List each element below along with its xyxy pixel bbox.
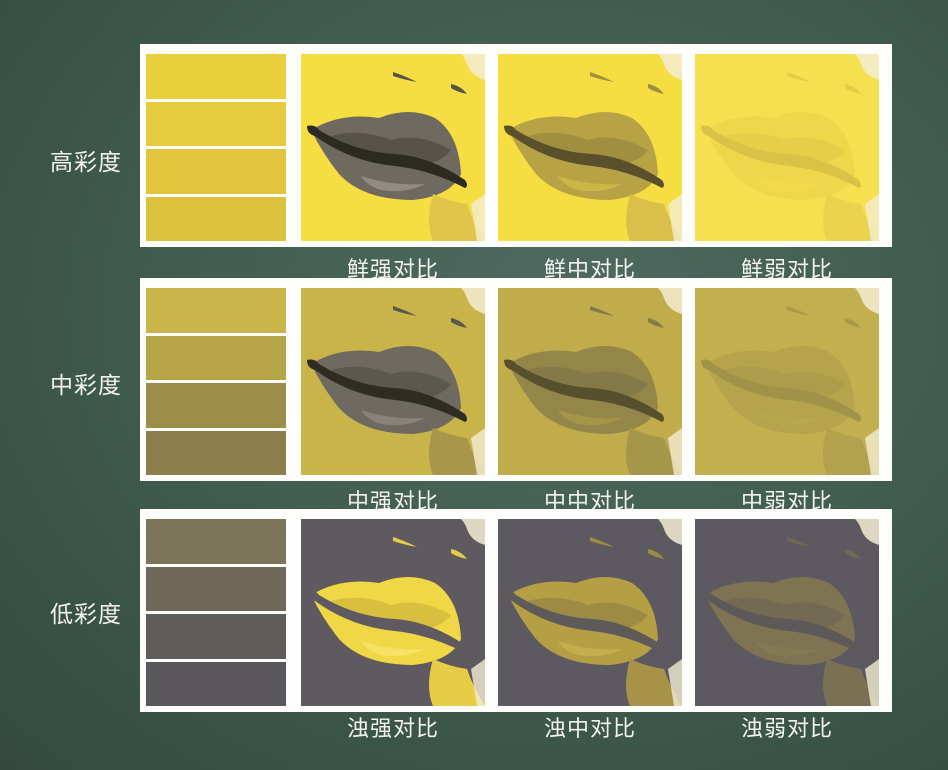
row-panel-medium-saturation [140,278,892,481]
caption-dull-weak: 浊弱对比 [740,717,833,742]
lips-illustration [695,519,879,706]
lips-illustration [301,54,485,241]
saturation-swatch-column [146,54,286,241]
lips-illustration [695,288,879,475]
row-panel-high-saturation [140,44,892,247]
color-swatch [146,383,286,428]
saturation-swatch-column [146,519,286,706]
color-swatch [146,149,286,194]
color-swatch [146,566,286,611]
row-label-medium-saturation: 中彩度 [50,373,122,399]
row-label-low-saturation: 低彩度 [50,602,122,628]
caption-dull-medium: 浊中对比 [543,717,636,742]
lips-illustration [695,54,879,241]
color-swatch [146,430,286,475]
lips-illustration [498,519,682,706]
row-panel-low-saturation [140,509,892,712]
color-swatch [146,288,286,333]
color-swatch [146,196,286,241]
color-swatch [146,661,286,706]
lips-illustration [498,288,682,475]
color-swatch [146,54,286,99]
color-swatch [146,614,286,659]
caption-dull-strong: 浊强对比 [346,717,439,742]
lips-illustration [301,519,485,706]
color-swatch [146,101,286,146]
lips-illustration [498,54,682,241]
color-swatch [146,335,286,380]
row-label-high-saturation: 高彩度 [50,150,122,176]
color-swatch [146,519,286,564]
saturation-swatch-column [146,288,286,475]
lips-illustration [301,288,485,475]
